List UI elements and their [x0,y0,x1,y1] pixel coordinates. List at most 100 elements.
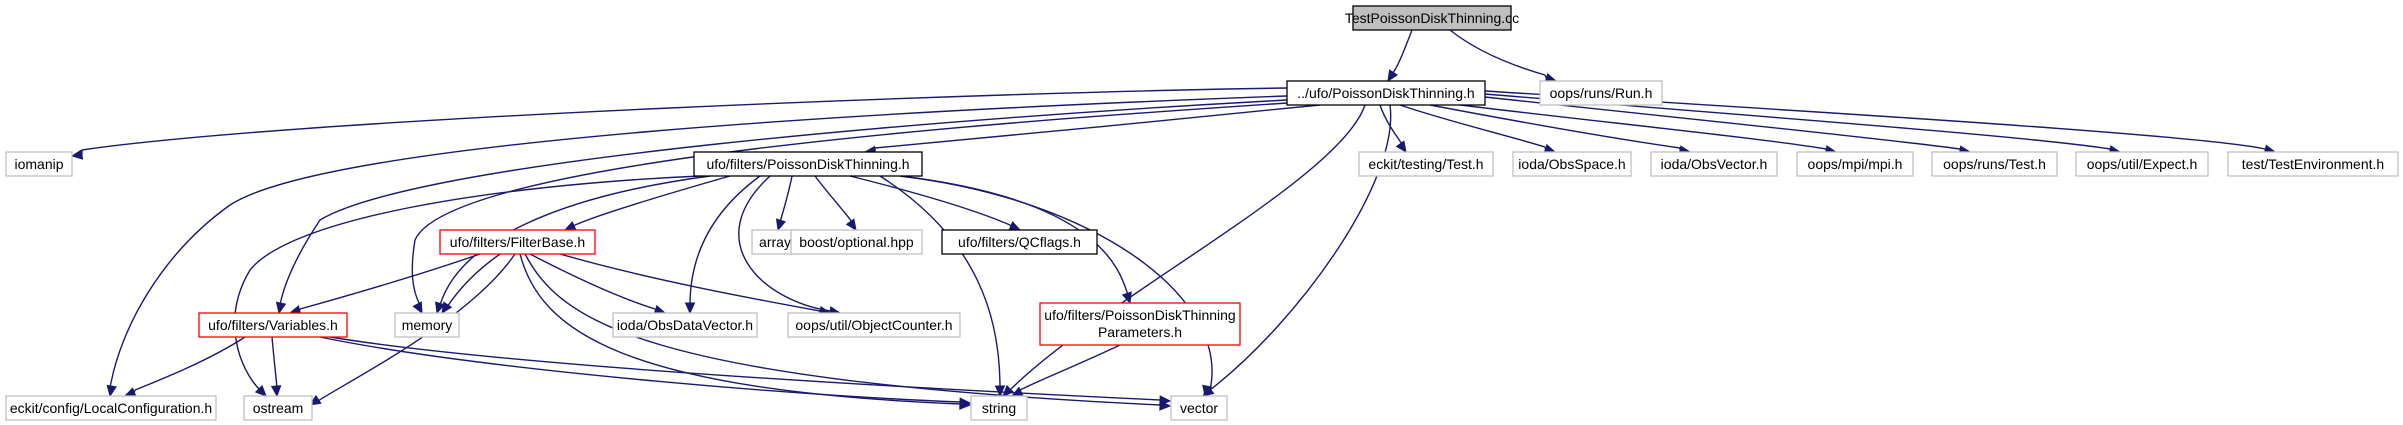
nodes-layer: TestPoissonDiskThinning.cc ../ufo/Poisson… [5,5,2399,421]
memory-node[interactable]: memory [394,312,460,338]
node-label: iomanip [14,156,63,172]
node-label: oops/util/Expect.h [2087,156,2198,172]
edge-main_h-to-iomanip [70,87,1288,160]
node-box [1650,151,1778,177]
main-header-node[interactable]: ../ufo/PoissonDiskThinning.h [1286,80,1486,106]
string-node[interactable]: string [970,395,1028,421]
edge-variables-to-localconf [123,336,246,397]
node-box [970,395,1028,421]
edge-root-to-main_h [1387,29,1413,83]
edge-filters_pdt-to-ostream [234,175,701,397]
node-box [243,395,313,421]
node-box [941,229,1098,255]
obsspace-node[interactable]: ioda/ObsSpace.h [1512,151,1632,177]
edge-filters_pdt-to-optional [814,175,857,231]
node-label: oops/mpi/mpi.h [1808,156,1903,172]
edge-main_h-to-string [1002,104,1366,397]
node-box [787,312,961,338]
node-box [198,312,348,338]
node-label: array [759,234,791,250]
filters-poisson-thinning-node[interactable]: ufo/filters/PoissonDiskThinning.h [693,151,923,177]
edge-filters_pdt-to-obsdatavector [684,175,761,315]
node-label: oops/runs/Run.h [1550,85,1653,101]
obsdatavector-node[interactable]: ioda/ObsDataVector.h [612,312,758,338]
node-label-line2: Parameters.h [1098,324,1182,340]
edge-main_h-to-vector [1202,104,1392,397]
edge-filterbase-to-memory [441,253,501,315]
obsvector-node[interactable]: ioda/ObsVector.h [1650,151,1778,177]
node-box [5,151,73,177]
node-label: ../ufo/PoissonDiskThinning.h [1297,85,1474,101]
arrowhead [1395,140,1407,153]
qcflags-node[interactable]: ufo/filters/QCflags.h [941,229,1098,255]
variables-node[interactable]: ufo/filters/Variables.h [198,312,348,338]
edge-filters_pdt-to-memory [435,175,711,315]
node-label: ufo/filters/PoissonDiskThinning.h [706,156,909,172]
edge-main_h-to-variables [275,99,1288,315]
edge-main_h-to-eckit_test [1379,104,1407,153]
edge-main_h-to-obsvector [1429,104,1692,156]
runs-test-node[interactable]: oops/runs/Test.h [1931,151,2058,177]
edge-params-to-string [1010,344,1121,397]
node-label: ioda/ObsDataVector.h [617,317,753,333]
iomanip-node[interactable]: iomanip [5,151,73,177]
edge-filters_pdt-to-string [879,175,1006,398]
edge-filters_pdt-to-qcflags [849,175,1022,231]
node-box [612,312,758,338]
node-box [2227,151,2399,177]
edge-filterbase-to-obsdatavector [529,253,667,315]
object-counter-node[interactable]: oops/util/ObjectCounter.h [787,312,961,338]
node-label: string [982,400,1016,416]
node-label: vector [1180,400,1218,416]
node-box [394,312,460,338]
node-label: memory [402,317,453,333]
node-label: eckit/config/LocalConfiguration.h [10,400,212,416]
node-box [1539,80,1663,106]
edge-filters_pdt-to-vector [899,175,1213,398]
arrowhead [70,149,84,160]
mpi-node[interactable]: oops/mpi/mpi.h [1796,151,1914,177]
node-box [1796,151,1914,177]
edge-filterbase-to-variables [288,253,481,316]
run-header-node[interactable]: oops/runs/Run.h [1539,80,1663,106]
edges-layer [70,29,2277,411]
node-label: oops/runs/Test.h [1943,156,2046,172]
edge-main_h-to-memory [411,102,1288,315]
node-label: ostream [253,400,304,416]
node-box [1352,5,1512,31]
edge-variables-to-vector [329,336,1172,406]
node-label: ufo/filters/QCflags.h [958,234,1081,250]
vector-node[interactable]: vector [1170,395,1228,421]
node-label: boost/optional.hpp [799,234,914,250]
node-label: test/TestEnvironment.h [2242,156,2384,172]
ostream-node[interactable]: ostream [243,395,313,421]
edge-main_h-to-mpi [1459,104,1838,156]
root-file-node[interactable]: TestPoissonDiskThinning.cc [1345,5,1519,31]
expect-node[interactable]: oops/util/Expect.h [2075,151,2209,177]
node-box [1931,151,2058,177]
thinning-parameters-node[interactable]: ufo/filters/PoissonDiskThinningParameter… [1039,302,1241,346]
test-environment-node[interactable]: test/TestEnvironment.h [2227,151,2399,177]
node-label: ioda/ObsSpace.h [1518,156,1625,172]
node-box [1358,151,1494,177]
boost-optional-node[interactable]: boost/optional.hpp [790,229,923,255]
local-configuration-node[interactable]: eckit/config/LocalConfiguration.h [5,395,217,421]
node-label: ufo/filters/Variables.h [208,317,338,333]
filterbase-node[interactable]: ufo/filters/FilterBase.h [439,229,596,255]
edge-variables-to-string [319,336,972,408]
arrowhead [1387,69,1399,83]
node-box [1286,80,1486,106]
node-box [1512,151,1632,177]
node-label: oops/util/ObjectCounter.h [795,317,952,333]
node-label: ufo/filters/FilterBase.h [450,234,585,250]
edge-main_h-to-localconf [106,95,1288,398]
node-box [2075,151,2209,177]
node-box [5,395,217,421]
node-box [1039,302,1241,346]
edge-variables-to-ostream [270,336,282,398]
arrowhead [845,218,857,231]
arrowhead [1002,384,1015,397]
node-label: eckit/testing/Test.h [1368,156,1483,172]
node-box [1170,395,1228,421]
eckit-test-node[interactable]: eckit/testing/Test.h [1358,151,1494,177]
